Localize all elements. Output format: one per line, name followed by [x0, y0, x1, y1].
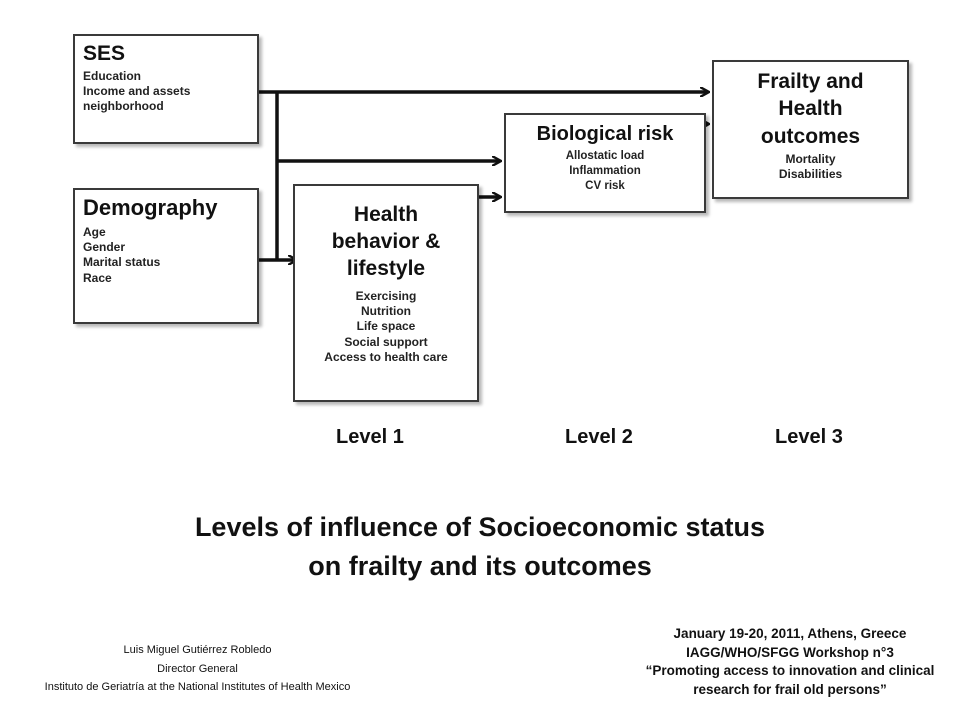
biological-risk-title: Biological risk [536, 123, 674, 145]
health-behavior-box: Health behavior & lifestyle Exercising N… [293, 184, 479, 402]
biological-risk-items: Allostatic load Inflammation CV risk [506, 149, 704, 193]
health-behavior-items: Exercising Nutrition Life space Social s… [295, 289, 477, 366]
health-behavior-item: Exercising [355, 288, 417, 303]
ses-item: Education [83, 68, 142, 83]
ses-items: Education Income and assets neighborhood [83, 69, 249, 115]
health-behavior-item: Social support [344, 334, 428, 349]
workshop-date-location: January 19-20, 2011, Athens, Greece [673, 626, 907, 641]
workshop-theme-line: research for frail old persons” [693, 681, 887, 697]
health-behavior-item: Nutrition [361, 303, 411, 318]
health-behavior-item: Life space [356, 319, 416, 334]
author-name: Luis Miguel Gutiérrez Robledo [123, 644, 272, 656]
health-behavior-title: Health behavior & lifestyle [331, 203, 441, 280]
slide-title-line: on frailty and its outcomes [308, 551, 652, 582]
workshop-theme-line: “Promoting access to innovation and clin… [645, 663, 935, 679]
ses-item: Income and assets [83, 83, 191, 98]
demography-title: Demography [83, 195, 218, 220]
demography-box: Demography Age Gender Marital status Rac… [73, 188, 259, 324]
level-2-label: Level 2 [565, 426, 633, 448]
health-behavior-item: Access to health care [324, 350, 448, 365]
demography-item: Gender [83, 239, 126, 254]
biological-risk-item: Inflammation [569, 165, 641, 178]
slide-title-line: Levels of influence of Socioeconomic sta… [194, 512, 766, 542]
biological-risk-item: CV risk [585, 179, 625, 192]
level-3-label: Level 3 [775, 426, 843, 448]
author-credit: Luis Miguel Gutiérrez Robledo Director G… [20, 641, 375, 697]
frailty-outcomes-item: Mortality [785, 151, 836, 166]
ses-item: neighborhood [83, 99, 164, 114]
ses-box: SES Education Income and assets neighbor… [73, 34, 259, 144]
level-1-label: Level 1 [336, 426, 404, 448]
frailty-outcomes-items: Mortality Disabilities [714, 152, 907, 183]
demography-item: Marital status [83, 255, 161, 270]
demography-items: Age Gender Marital status Race [83, 225, 249, 286]
frailty-outcomes-item: Disabilities [778, 167, 843, 182]
ses-title: SES [83, 42, 126, 65]
demography-item: Race [83, 270, 112, 285]
workshop-info: January 19-20, 2011, Athens, Greece IAGG… [640, 625, 940, 700]
biological-risk-item: Allostatic load [565, 150, 645, 163]
workshop-name: IAGG/WHO/SFGG Workshop n°3 [686, 644, 894, 660]
biological-risk-box: Biological risk Allostatic load Inflamma… [504, 113, 706, 213]
frailty-outcomes-title: Frailty and Health outcomes [757, 70, 864, 148]
slide-title: Levels of influence of Socioeconomic sta… [120, 508, 840, 587]
author-institution: Instituto de Geriatría at the National I… [44, 681, 351, 694]
frailty-outcomes-box: Frailty and Health outcomes Mortality Di… [712, 60, 909, 199]
author-role: Director General [157, 662, 238, 675]
demography-item: Age [83, 224, 106, 239]
